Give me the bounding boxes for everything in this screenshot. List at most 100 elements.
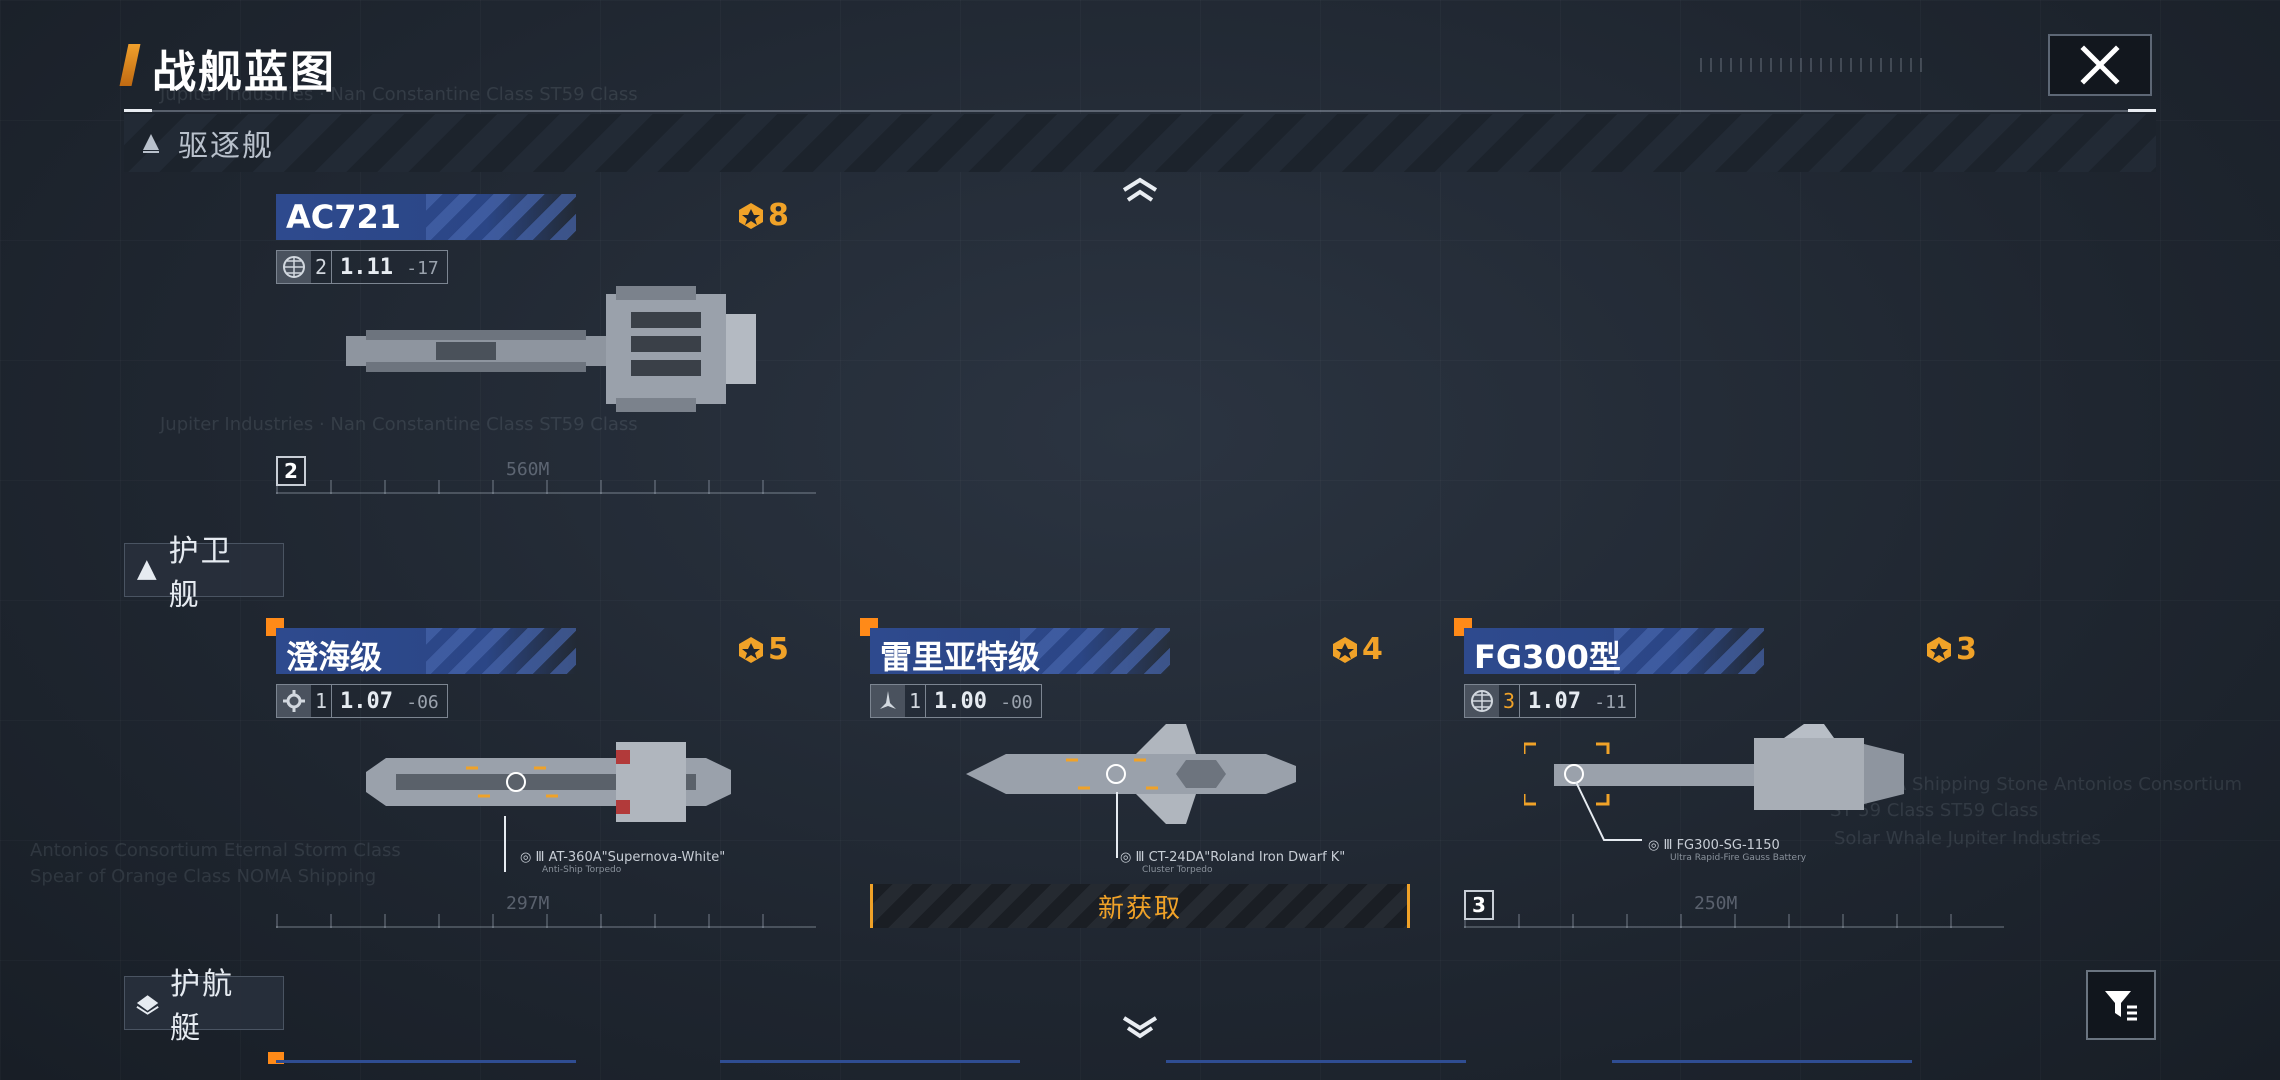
ship-version-sub: -00 <box>1000 691 1033 713</box>
next-row-name-bar <box>720 1060 1020 1063</box>
background-caption: + NOMA Shipping Stone Antonios Consortiu… <box>1830 774 2243 795</box>
ship-name: FG300型 <box>1474 638 1621 676</box>
close-icon <box>2080 45 2120 85</box>
weapon-type: Cluster Torpedo <box>1142 865 1213 875</box>
next-row-name-bar <box>1612 1060 1912 1063</box>
command-point-icon <box>739 636 763 663</box>
ship-tier: 2 <box>311 251 332 283</box>
owned-count: 2 <box>276 456 306 486</box>
ship-length: 297M <box>506 893 550 914</box>
next-row-name-bar <box>1166 1060 1466 1063</box>
ship-card-ac721[interactable]: AC721 8 2 1.11 -17 560M 2 <box>276 194 816 494</box>
category-bar-destroyer[interactable]: 驱逐舰 <box>124 114 2156 172</box>
ship-version-sub: -17 <box>406 257 439 279</box>
length-scale <box>276 914 816 928</box>
ship-cost: 8 <box>736 198 789 233</box>
ship-tier: 3 <box>1499 685 1520 717</box>
frigate-class-icon <box>136 560 157 580</box>
globe-icon <box>1465 685 1499 717</box>
ship-name: 雷里亚特级 <box>880 638 1041 676</box>
owned-count: 3 <box>1464 890 1494 920</box>
ship-version-main: 1.00 <box>934 688 987 714</box>
weapon-pointer <box>504 816 506 872</box>
command-point-icon <box>1927 636 1951 663</box>
escort-class-icon <box>136 995 159 1015</box>
ship-version: 1.00 -00 <box>926 689 1041 714</box>
ship-name-bar <box>276 628 576 674</box>
ship-image-fg300 <box>1524 724 1904 810</box>
ship-card-chenghai[interactable]: 澄海级 5 1 1.07 -06 ◎ Ⅲ AT-360A"Supernova-W… <box>266 618 816 928</box>
chevron-down-icon[interactable] <box>1118 1012 1162 1042</box>
length-scale <box>1464 914 2004 928</box>
weapon-label: ◎ Ⅲ AT-360A"Supernova-White"Anti-Ship To… <box>520 850 726 875</box>
ship-version-main: 1.11 <box>340 254 393 280</box>
ship-image-ac721 <box>346 286 756 412</box>
weapon-label: ◎ Ⅲ CT-24DA"Roland Iron Dwarf K"Cluster … <box>1120 850 1346 875</box>
category-tab-frigate[interactable]: 护卫舰 <box>124 534 284 613</box>
command-point-icon <box>739 202 763 229</box>
title-accent-mark <box>119 44 141 86</box>
ship-version-sub: -06 <box>406 691 439 713</box>
ship-length: 250M <box>1694 893 1738 914</box>
length-scale <box>276 480 816 494</box>
ship-cost: 5 <box>736 632 789 667</box>
weapon-pointer <box>1575 781 1642 841</box>
ship-card-leiliyate[interactable]: 雷里亚特级 4 1 1.00 -00 ◎ Ⅲ CT-24DA"Roland Ir… <box>860 618 1410 928</box>
ship-version: 1.11 -17 <box>332 255 447 280</box>
weapon-name: FG300-SG-1150 <box>1676 838 1780 853</box>
ship-name-bar <box>870 628 1170 674</box>
close-button[interactable] <box>2048 34 2152 96</box>
background-caption: Antonios Consortium Eternal Storm Class <box>30 840 401 861</box>
ship-cost: 4 <box>1330 632 1383 667</box>
ship-name: 澄海级 <box>286 638 383 676</box>
ship-stat-box: 2 1.11 -17 <box>276 250 448 284</box>
ship-name-bar <box>1464 628 1764 674</box>
ship-length: 560M <box>506 459 550 480</box>
newly-acquired-banner: 新获取 <box>870 884 1410 928</box>
ship-stat-box: 1 1.00 -00 <box>870 684 1042 718</box>
weapon-name: CT-24DA"Roland Iron Dwarf K" <box>1148 850 1346 865</box>
ship-version-sub: -11 <box>1594 691 1627 713</box>
background-caption: Spear of Orange Class NOMA Shipping <box>30 866 377 887</box>
header-divider <box>124 109 2156 112</box>
ship-name-bar <box>276 194 576 240</box>
background-caption: Jupiter Industries · Nan Constantine Cla… <box>160 84 638 105</box>
category-label: 护卫舰 <box>168 534 233 613</box>
ship-cost-value: 5 <box>768 632 789 667</box>
next-row-name-bar <box>276 1060 576 1063</box>
fighter-icon <box>871 685 905 717</box>
chevron-up-icon[interactable] <box>1118 176 1162 206</box>
ship-image-leiliyate <box>966 724 1296 824</box>
ship-tier: 1 <box>905 685 926 717</box>
weapon-type: Anti-Ship Torpedo <box>542 865 622 875</box>
ship-version: 1.07 -06 <box>332 689 447 714</box>
ship-stat-box: 3 1.07 -11 <box>1464 684 1636 718</box>
ship-name: AC721 <box>286 198 402 236</box>
filter-button[interactable] <box>2086 970 2156 1040</box>
weapon-pointer <box>1116 792 1118 858</box>
gear-icon <box>277 685 311 717</box>
background-caption: Solar Whale Jupiter Industries <box>1834 828 2101 849</box>
ship-cost-value: 3 <box>1956 632 1977 667</box>
category-label: 护航艇 <box>170 967 235 1046</box>
command-point-icon <box>1333 636 1357 663</box>
ship-image-chenghai <box>366 742 731 822</box>
ship-cost: 3 <box>1924 632 1977 667</box>
destroyer-class-icon <box>143 134 159 153</box>
decorative-ticks <box>1700 58 1930 72</box>
ship-stat-box: 1 1.07 -06 <box>276 684 448 718</box>
ship-tier: 1 <box>311 685 332 717</box>
ship-version-main: 1.07 <box>1528 688 1581 714</box>
background-caption: ST 59 Class ST59 Class <box>1830 800 2039 821</box>
globe-icon <box>277 251 311 283</box>
page-title: 战舰蓝图 <box>152 47 336 98</box>
category-label: 驱逐舰 <box>178 129 274 164</box>
ship-cost-value: 4 <box>1362 632 1383 667</box>
ship-version: 1.07 -11 <box>1520 689 1635 714</box>
category-tab-escort[interactable]: 护航艇 <box>124 967 284 1046</box>
ship-version-main: 1.07 <box>340 688 393 714</box>
filter-icon <box>2105 991 2137 1021</box>
ship-cost-value: 8 <box>768 198 789 233</box>
